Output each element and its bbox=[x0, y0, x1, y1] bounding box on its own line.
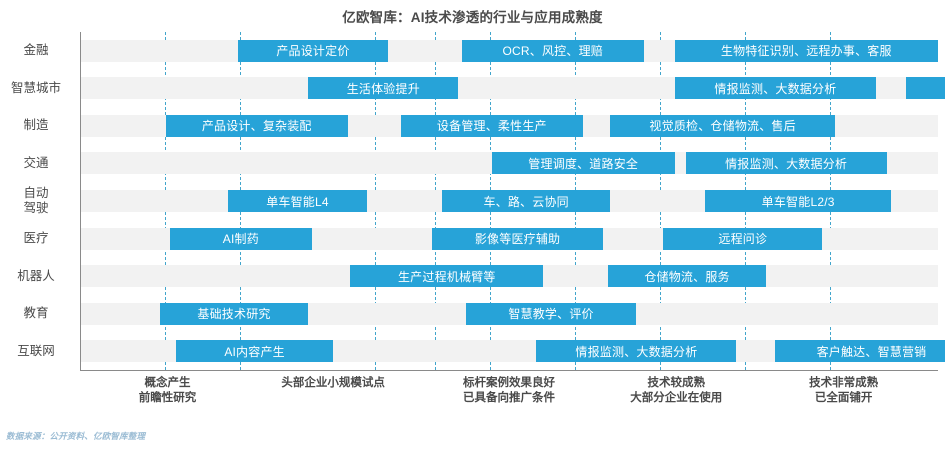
row-label-金融: 金融 bbox=[0, 43, 72, 57]
stage-label-line: 技术非常成熟 bbox=[809, 377, 879, 389]
row-label-line: 驾驶 bbox=[23, 201, 49, 215]
row-label-line: 教育 bbox=[23, 306, 49, 321]
row-label-制造: 制造 bbox=[0, 118, 72, 132]
bar-item[interactable]: 设备管理、柔性生产 bbox=[400, 114, 583, 137]
bar-item[interactable]: AI内容产生 bbox=[176, 340, 334, 363]
row-label-line: 智慧城市 bbox=[10, 80, 61, 95]
row-label-line: 互联网 bbox=[17, 343, 55, 358]
row-label-教育: 教育 bbox=[0, 306, 72, 320]
bar-item[interactable]: 单车智能L4 bbox=[227, 190, 368, 212]
bar-item[interactable]: 仓储物流、服务 bbox=[607, 265, 767, 288]
stage-label-line: 已全面铺开 bbox=[814, 392, 873, 404]
bar-item[interactable]: 管理调度、道路安全 bbox=[491, 152, 675, 175]
y-axis-line bbox=[80, 32, 81, 370]
row-label-line: 制造 bbox=[23, 118, 49, 133]
row-label-line: 交通 bbox=[23, 155, 49, 170]
bar-item[interactable]: 情报监测、大数据分析 bbox=[674, 77, 877, 100]
row-label-智慧城市: 智慧城市 bbox=[0, 81, 72, 95]
row-label-医疗: 医疗 bbox=[0, 231, 72, 245]
row-label-line: 医疗 bbox=[23, 231, 49, 246]
bar-item[interactable]: 生产过程机械臂等 bbox=[350, 265, 544, 288]
bar-item[interactable]: 视觉质检、仓储物流、售后 bbox=[610, 114, 836, 137]
bar-item[interactable]: 产品设计、复杂装配 bbox=[165, 114, 348, 137]
stage-label-3: 技术较成熟大部分企业在使用 bbox=[581, 376, 771, 406]
stage-label-line: 头部企业小规模试点 bbox=[281, 377, 385, 389]
bar-item[interactable]: 智慧教学、评价 bbox=[466, 302, 636, 325]
bar-item[interactable]: 情报监测、大数据分析 bbox=[685, 152, 887, 175]
bar-item[interactable]: 客户触达、智慧营销 bbox=[774, 340, 945, 363]
row-label-自动驾驶: 自动驾驶 bbox=[0, 186, 72, 216]
row-label-line: 机器人 bbox=[17, 268, 55, 283]
bar-item[interactable]: OCR、风控、理赔 bbox=[461, 39, 644, 62]
stage-label-line: 标杆案例效果良好 bbox=[463, 377, 555, 389]
page-title: 亿欧智库：AI技术渗透的行业与应用成熟度 bbox=[342, 10, 603, 25]
bar-item[interactable]: 单车智能L2/3 bbox=[705, 190, 891, 212]
stage-label-1: 头部企业小规模试点 bbox=[238, 376, 428, 391]
stage-label-line: 概念产生 bbox=[144, 377, 191, 389]
bar-item[interactable]: 影像等医疗辅助 bbox=[431, 227, 604, 250]
row-label-交通: 交通 bbox=[0, 156, 72, 170]
row-label-line: 自动 bbox=[23, 186, 49, 200]
row-label-机器人: 机器人 bbox=[0, 269, 72, 283]
bar-item[interactable]: 远程问诊 bbox=[663, 227, 823, 250]
bar-item[interactable]: 车、路、云协同 bbox=[442, 190, 611, 212]
bar-item[interactable]: 安防 bbox=[906, 77, 945, 100]
row-label-line: 金融 bbox=[23, 43, 49, 58]
stage-label-line: 前瞻性研究 bbox=[138, 392, 197, 404]
source-note: 数据来源：公开资料、亿欧智库整理 bbox=[6, 431, 146, 441]
bar-item[interactable]: AI制药 bbox=[170, 227, 312, 250]
bar-item[interactable]: 基础技术研究 bbox=[159, 302, 309, 325]
bar-item[interactable]: 生活体验提升 bbox=[308, 77, 459, 100]
stage-label-0: 概念产生前瞻性研究 bbox=[73, 376, 263, 406]
bar-item[interactable]: 生物特征识别、远程办事、客服 bbox=[674, 39, 938, 62]
stage-label-line: 技术较成熟 bbox=[647, 377, 706, 389]
stage-label-line: 已具备向推广条件 bbox=[463, 392, 555, 404]
stage-label-line: 大部分企业在使用 bbox=[630, 392, 723, 404]
stage-label-2: 标杆案例效果良好已具备向推广条件 bbox=[414, 376, 604, 406]
bar-item[interactable]: 情报监测、大数据分析 bbox=[536, 340, 737, 363]
bar-item[interactable]: 产品设计定价 bbox=[237, 39, 388, 62]
row-label-互联网: 互联网 bbox=[0, 344, 72, 358]
stage-label-4: 技术非常成熟已全面铺开 bbox=[749, 376, 939, 406]
x-axis-line bbox=[80, 370, 938, 371]
